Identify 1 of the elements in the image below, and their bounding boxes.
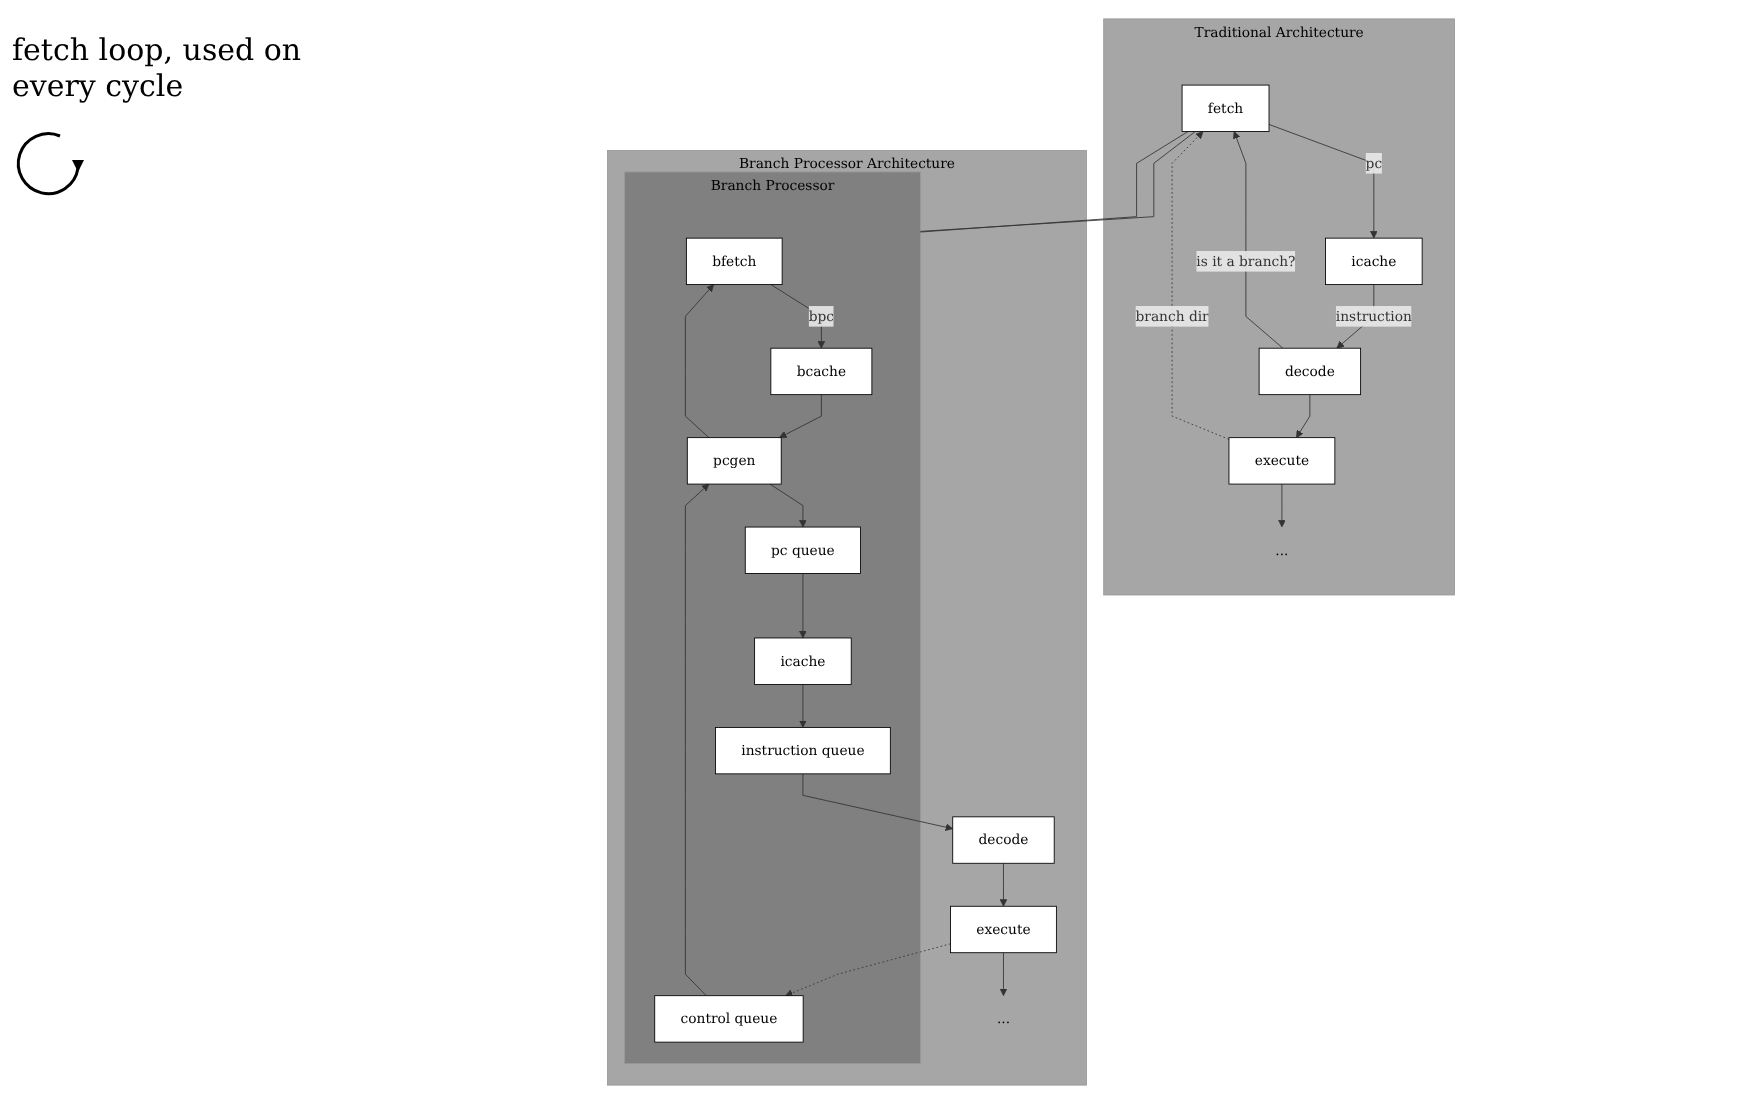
note-text: fetch loop, used on every cycle — [12, 32, 304, 104]
